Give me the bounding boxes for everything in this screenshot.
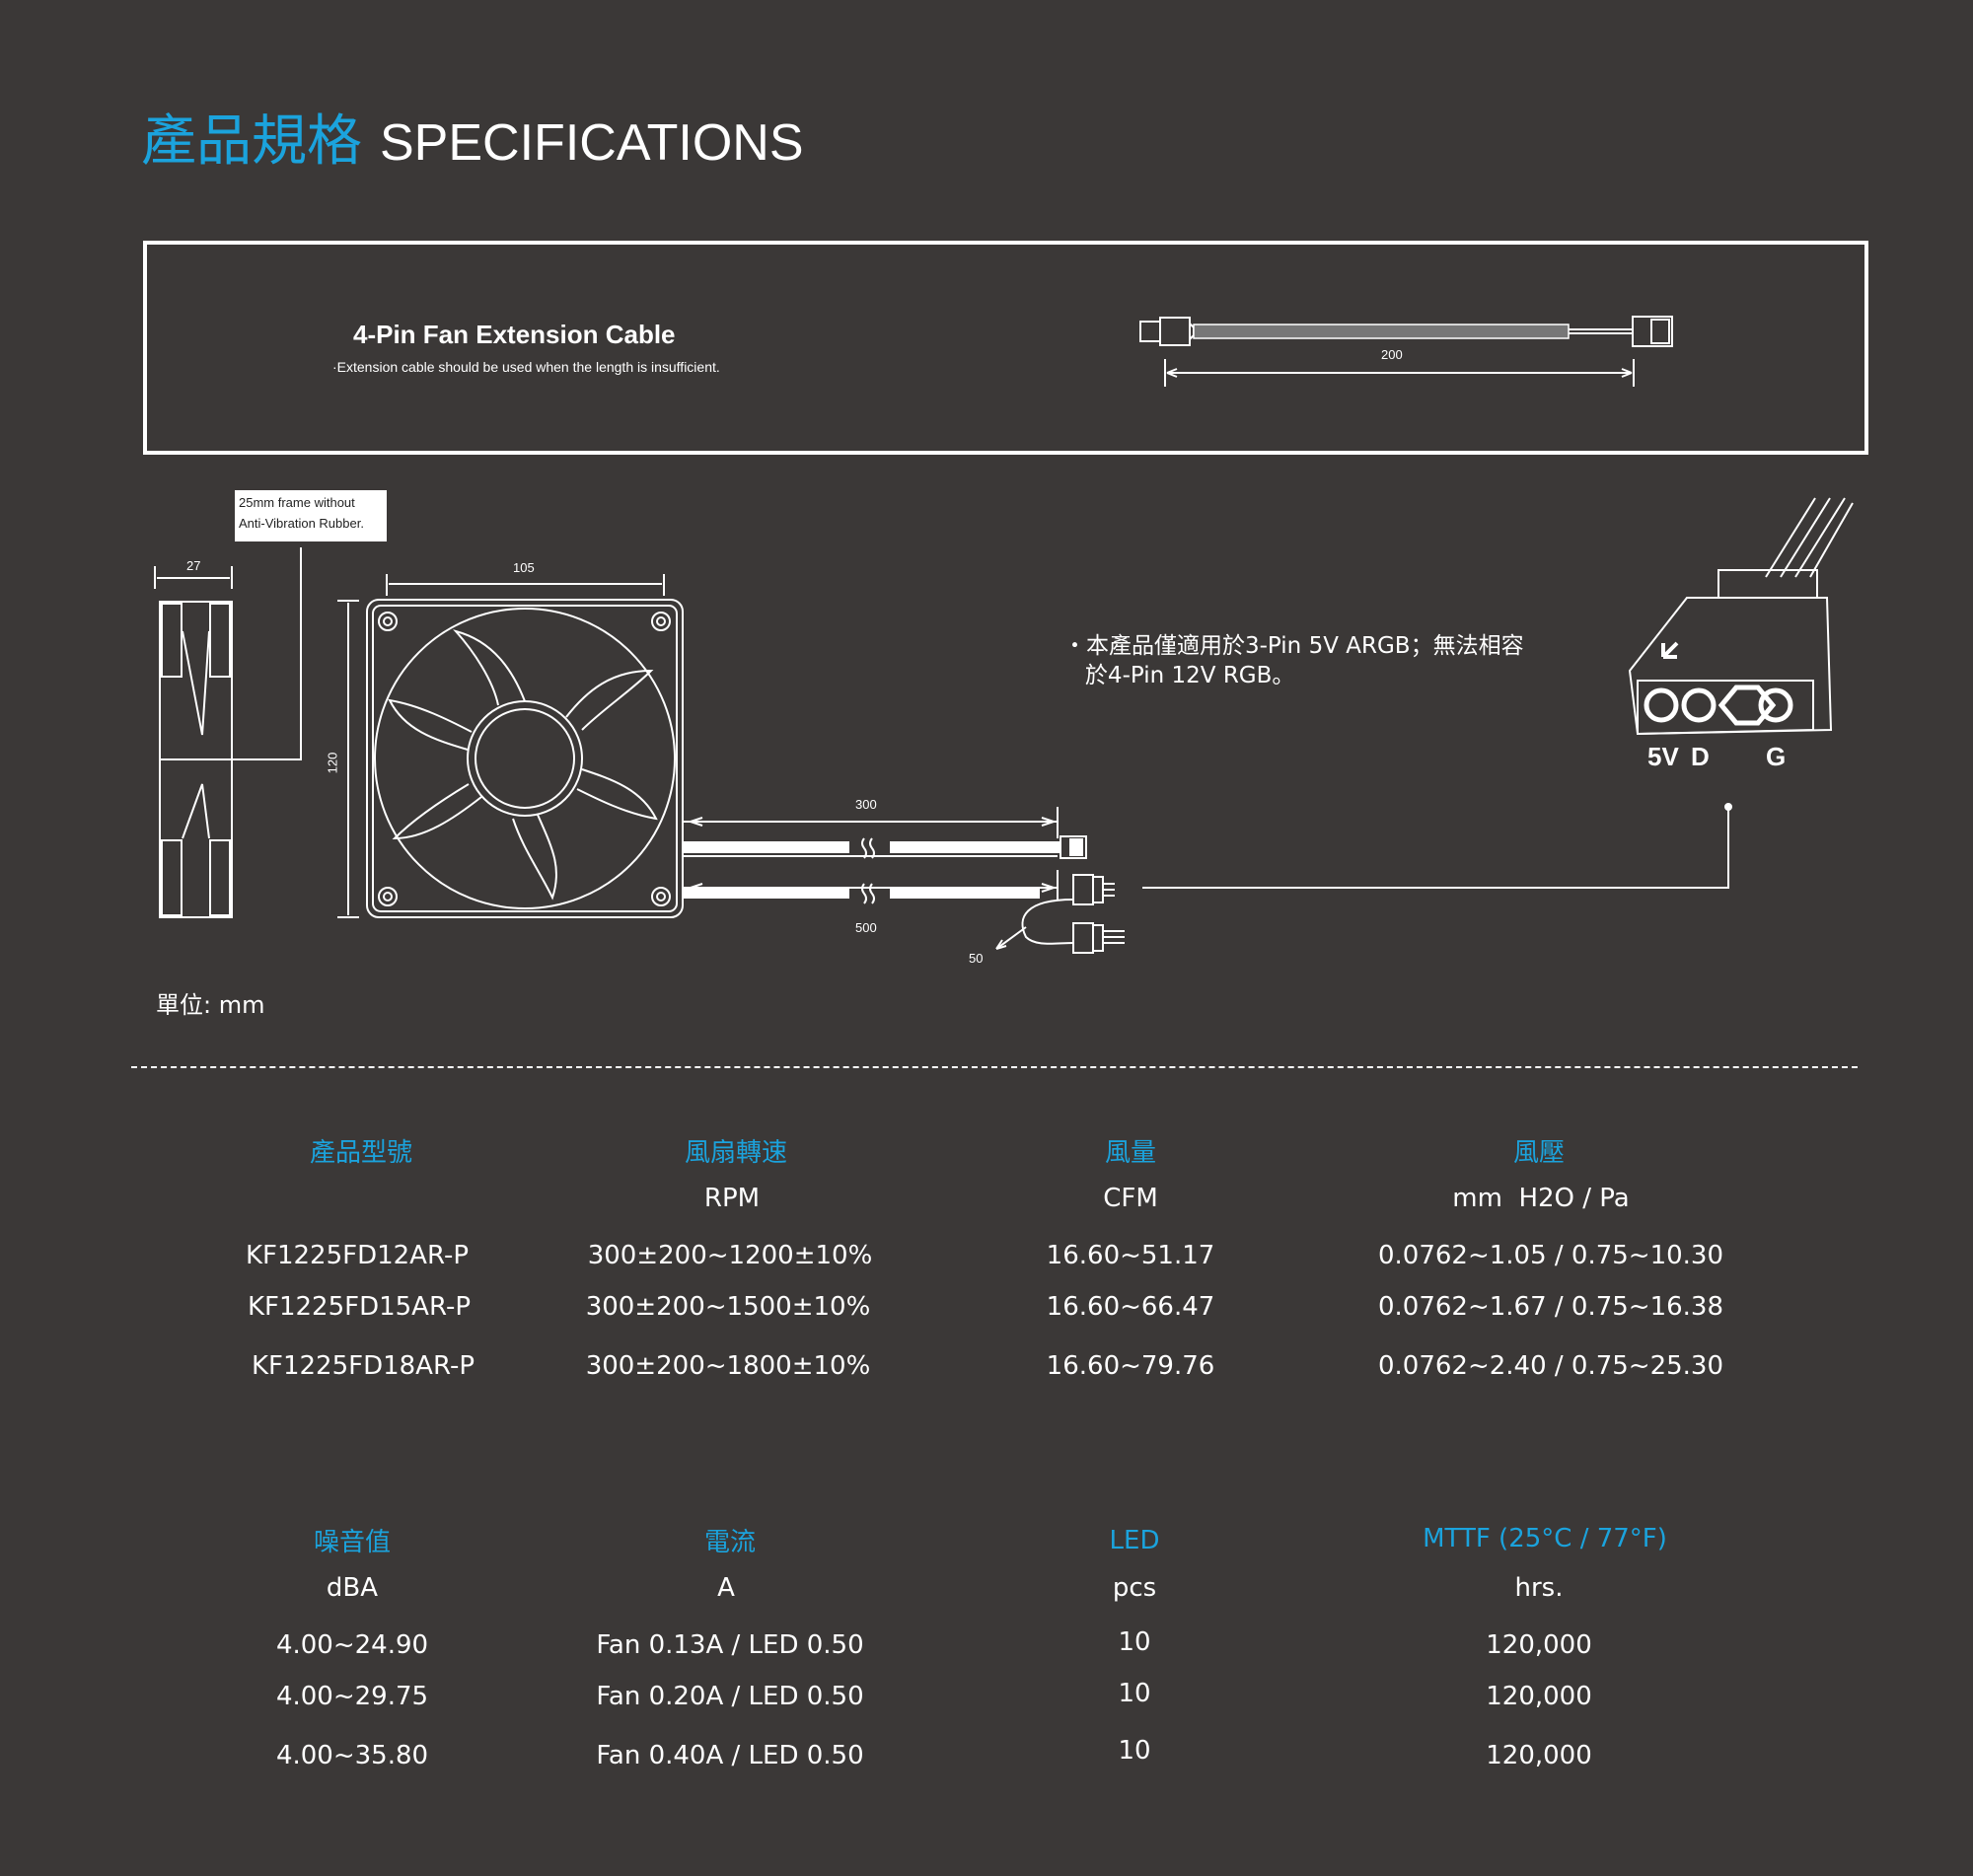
pin-label-g: G: [1766, 742, 1787, 771]
table2-row1-noise: 4.00~24.90: [275, 1630, 429, 1660]
pin-label-d: D: [1691, 742, 1710, 771]
table2-row3-current: Fan 0.40A / LED 0.50: [596, 1741, 864, 1770]
table1-row2-pressure: 0.0762~1.67 / 0.75~16.38: [1377, 1292, 1724, 1322]
extension-cable-panel: [143, 241, 1868, 455]
table1-unit-airflow: CFM: [1103, 1184, 1158, 1213]
frame-note-line2: Anti-Vibration Rubber.: [239, 516, 364, 531]
table2-row1-current: Fan 0.13A / LED 0.50: [596, 1630, 864, 1660]
frame-note: 25mm frame without Anti-Vibration Rubber…: [235, 490, 387, 541]
table2-row2-led: 10: [1118, 1679, 1151, 1708]
table2-row2-noise: 4.00~29.75: [275, 1682, 429, 1711]
table2-header-noise: 噪音值: [313, 1528, 392, 1557]
table1-header-speed: 風扇轉速: [684, 1138, 788, 1168]
table1-row1-airflow: 16.60~51.17: [1046, 1241, 1215, 1270]
table1-row1-speed: 300±200~1200±10%: [587, 1241, 873, 1270]
page-title-zh: 產品規格: [141, 109, 362, 174]
compatibility-note: ・本產品僅適用於3-Pin 5V ARGB；無法相容 於4-Pin 12V RG…: [1063, 633, 1524, 688]
table1-row2-airflow: 16.60~66.47: [1046, 1292, 1215, 1322]
table1-unit-speed: RPM: [703, 1184, 761, 1213]
extension-cable-title: 4-Pin Fan Extension Cable: [353, 320, 676, 349]
extension-cable-note: ·Extension cable should be used when the…: [332, 359, 720, 375]
table2-row3-noise: 4.00~35.80: [275, 1741, 429, 1770]
table1-row3-model: KF1225FD18AR-P: [251, 1351, 475, 1381]
dim-cable-led: 500: [855, 920, 877, 935]
table1-header-pressure: 風壓: [1512, 1138, 1566, 1168]
argb-connector-icon: [1628, 497, 1854, 736]
dim-depth: 27: [186, 558, 201, 573]
table1-row3-pressure: 0.0762~2.40 / 0.75~25.30: [1377, 1351, 1724, 1381]
table1-header-model: 產品型號: [309, 1138, 413, 1168]
dim-cable-fan: 300: [855, 797, 877, 812]
table2-row1-led: 10: [1118, 1627, 1151, 1657]
table2-row1-mttf: 120,000: [1486, 1630, 1592, 1660]
table2-row3-mttf: 120,000: [1486, 1741, 1592, 1770]
extension-cable-length: 200: [1381, 347, 1403, 362]
page-title: 產品規格 SPECIFICATIONS: [141, 97, 804, 177]
table1-row2-model: KF1225FD15AR-P: [247, 1292, 472, 1322]
fan-front-view: [337, 574, 684, 918]
table2-unit-mttf: hrs.: [1514, 1573, 1564, 1603]
table1-row1-pressure: 0.0762~1.05 / 0.75~10.30: [1377, 1241, 1724, 1270]
table1-header-airflow: 風量: [1104, 1138, 1157, 1168]
fan-side-view: [154, 547, 302, 918]
dim-cable-split: 50: [969, 951, 984, 966]
section-divider: [131, 1066, 1858, 1068]
frame-note-line1: 25mm frame without: [239, 495, 355, 510]
table1-row2-speed: 300±200~1500±10%: [585, 1292, 871, 1322]
table2-row2-current: Fan 0.20A / LED 0.50: [596, 1682, 864, 1711]
table1-row3-airflow: 16.60~79.76: [1046, 1351, 1215, 1381]
fan-cables: [682, 803, 1732, 954]
table2-header-led: LED: [1109, 1526, 1160, 1555]
table1-unit-pressure: mm H2O / Pa: [1452, 1184, 1630, 1213]
page-title-en: SPECIFICATIONS: [380, 114, 804, 172]
table2-row3-led: 10: [1118, 1736, 1151, 1766]
extension-cable-icon: [1139, 316, 1673, 387]
unit-label: 單位: mm: [156, 991, 265, 1019]
table2-unit-current: A: [717, 1573, 735, 1603]
table2-row2-mttf: 120,000: [1486, 1682, 1592, 1711]
dim-height: 120: [325, 752, 340, 774]
table2-header-mttf: MTTF (25°C / 77°F): [1423, 1524, 1667, 1553]
table1-row3-speed: 300±200~1800±10%: [585, 1351, 871, 1381]
dim-width: 105: [513, 560, 535, 575]
table2-unit-noise: dBA: [326, 1573, 379, 1603]
table2-unit-led: pcs: [1112, 1573, 1157, 1603]
table1-row1-model: KF1225FD12AR-P: [245, 1241, 470, 1270]
table2-header-current: 電流: [703, 1528, 757, 1557]
pin-label-5v: 5V: [1647, 742, 1679, 771]
